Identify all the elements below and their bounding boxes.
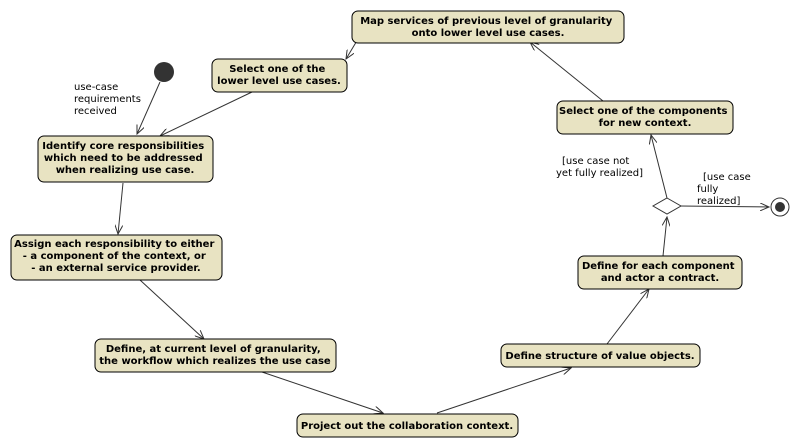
text-line: Select one of the components	[559, 106, 728, 117]
activity-define-contract	[577, 255, 743, 290]
text-line: Map services of previous level of granul…	[360, 16, 613, 27]
text-line: when realizing use case.	[56, 165, 195, 176]
activity-map-services	[351, 10, 625, 44]
text-line: Define, at current level of granularity,	[106, 344, 321, 355]
text-line: - a component of the context, or	[23, 251, 206, 262]
edge-select-lower-to-identify	[160, 91, 253, 136]
edge-assign-to-define-workflow	[139, 279, 204, 339]
guard-requirements-received: use-case requirements received	[74, 82, 144, 117]
edge-contract-to-decision	[663, 217, 667, 257]
activity-define-contract-label: Define for each component and actor a co…	[582, 261, 738, 284]
text-line: yet fully realized]	[556, 168, 643, 179]
guard-not-fully-realized: [use case not yet fully realized]	[556, 156, 643, 179]
activity-identify-core	[37, 135, 214, 183]
activity-select-lower-use-case-label: Select one of the lower level use cases.	[217, 64, 341, 87]
text-line: Select one of the	[229, 64, 325, 75]
guard-fully-realized: [use case fully realized]	[697, 172, 754, 207]
activity-select-component	[556, 100, 734, 135]
text-line: received	[74, 106, 117, 117]
activity-identify-core-label: Identify core responsibilities which nee…	[42, 141, 207, 176]
text-line: Define structure of value objects.	[505, 351, 694, 362]
final-node	[770, 197, 790, 217]
text-line: realized]	[697, 196, 740, 207]
edge-decision-to-final	[679, 206, 769, 207]
edge-value-objects-to-contract	[606, 289, 649, 345]
text-line: Identify core responsibilities	[42, 141, 204, 152]
text-line: the workflow which realizes the use case	[99, 356, 331, 367]
activity-define-workflow	[94, 338, 337, 373]
edge-project-to-value-objects	[436, 368, 571, 414]
activity-define-workflow-label: Define, at current level of granularity,…	[99, 344, 331, 367]
text-line: Assign each responsibility to either	[14, 239, 214, 250]
edge-identify-to-assign	[118, 182, 124, 234]
text-line: onto lower level use cases.	[412, 28, 565, 39]
edge-start-to-identify	[137, 81, 161, 134]
text-line: and actor a contract.	[601, 273, 719, 284]
activity-define-value-objects-label: Define structure of value objects.	[505, 351, 694, 362]
activity-assign-responsibility-label: Assign each responsibility to either - a…	[14, 239, 218, 274]
activity-map-services-label: Map services of previous level of granul…	[360, 16, 616, 39]
activity-define-value-objects	[500, 343, 701, 368]
text-line: [use case	[703, 172, 751, 183]
activity-assign-responsibility	[10, 234, 223, 281]
text-line: [use case not	[562, 156, 629, 167]
text-line: for new context.	[599, 118, 692, 129]
initial-node	[154, 62, 174, 82]
text-line: - an external service provider.	[31, 263, 200, 274]
decision-node	[651, 197, 683, 215]
text-line: which need to be addressed	[44, 153, 203, 164]
text-line: requirements	[74, 94, 141, 105]
activity-select-lower-use-case	[211, 58, 348, 93]
text-line: lower level use cases.	[217, 76, 341, 87]
edge-workflow-to-project	[261, 371, 383, 413]
text-line: Project out the collaboration context.	[301, 421, 513, 432]
activity-select-component-label: Select one of the components for new con…	[559, 106, 731, 129]
text-line: Define for each component	[582, 261, 735, 272]
activity-project-out	[296, 413, 519, 438]
edge-select-component-to-map	[530, 42, 604, 102]
edge-decision-to-select-component	[651, 135, 668, 199]
text-line: use-case	[74, 82, 118, 93]
activity-project-out-label: Project out the collaboration context.	[301, 421, 513, 432]
text-line: fully	[697, 184, 718, 195]
